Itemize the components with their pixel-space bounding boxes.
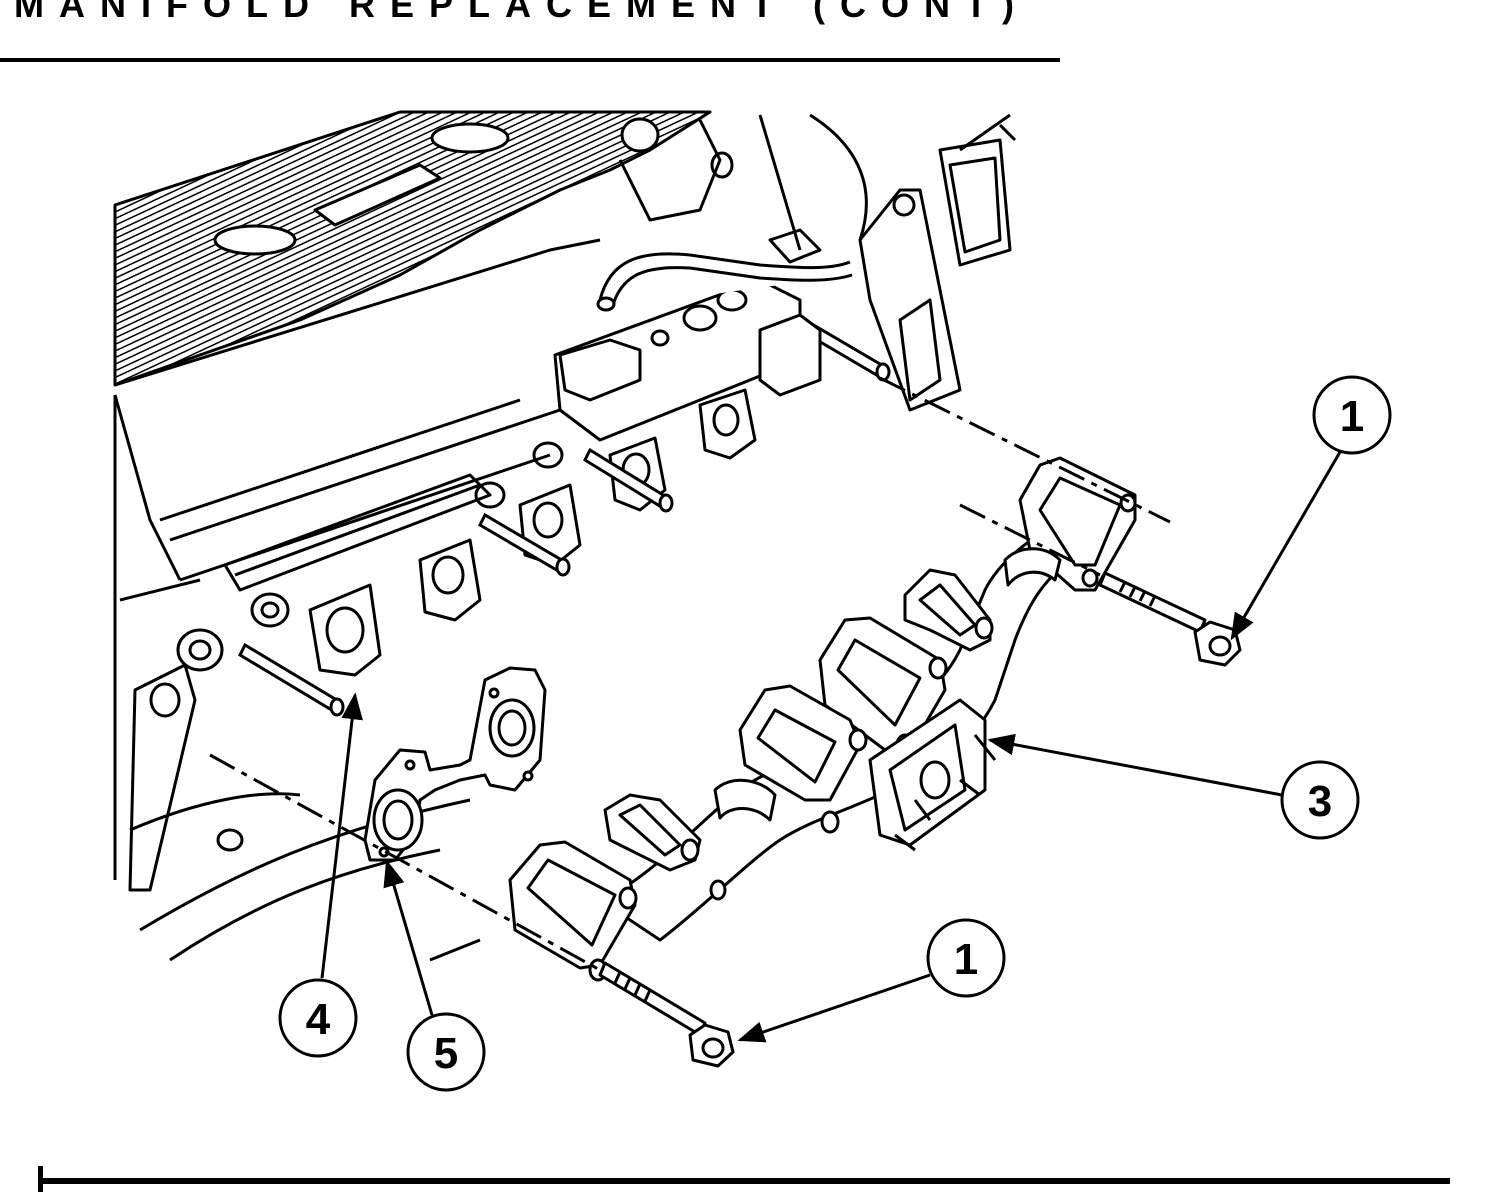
- manifold-bolts: [598, 571, 1242, 1068]
- svg-text:1: 1: [1340, 392, 1364, 441]
- manifold-gasket: [363, 666, 547, 862]
- page-title: MANIFOLD REPLACEMENT (CONT): [14, 0, 1029, 25]
- svg-text:1: 1: [954, 935, 978, 984]
- svg-text:5: 5: [434, 1029, 458, 1078]
- callout-1a: 1: [1312, 375, 1392, 455]
- engine-front-bracket: [618, 113, 1017, 412]
- callout-3: 3: [1280, 760, 1360, 840]
- callout-4: 4: [278, 978, 358, 1058]
- svg-text:4: 4: [306, 995, 331, 1044]
- svg-text:3: 3: [1308, 777, 1332, 826]
- callout-1b: 1: [926, 918, 1006, 998]
- thermostat-housing: [553, 228, 853, 442]
- callout-5: 5: [406, 1012, 486, 1092]
- footer-divider: [38, 1178, 1450, 1184]
- alignment-centerlines: [209, 376, 1171, 972]
- engine-block: [113, 110, 757, 962]
- title-divider: [0, 58, 1060, 62]
- callout-leaders: [320, 451, 1342, 1043]
- exhaust-manifold: [508, 456, 1137, 982]
